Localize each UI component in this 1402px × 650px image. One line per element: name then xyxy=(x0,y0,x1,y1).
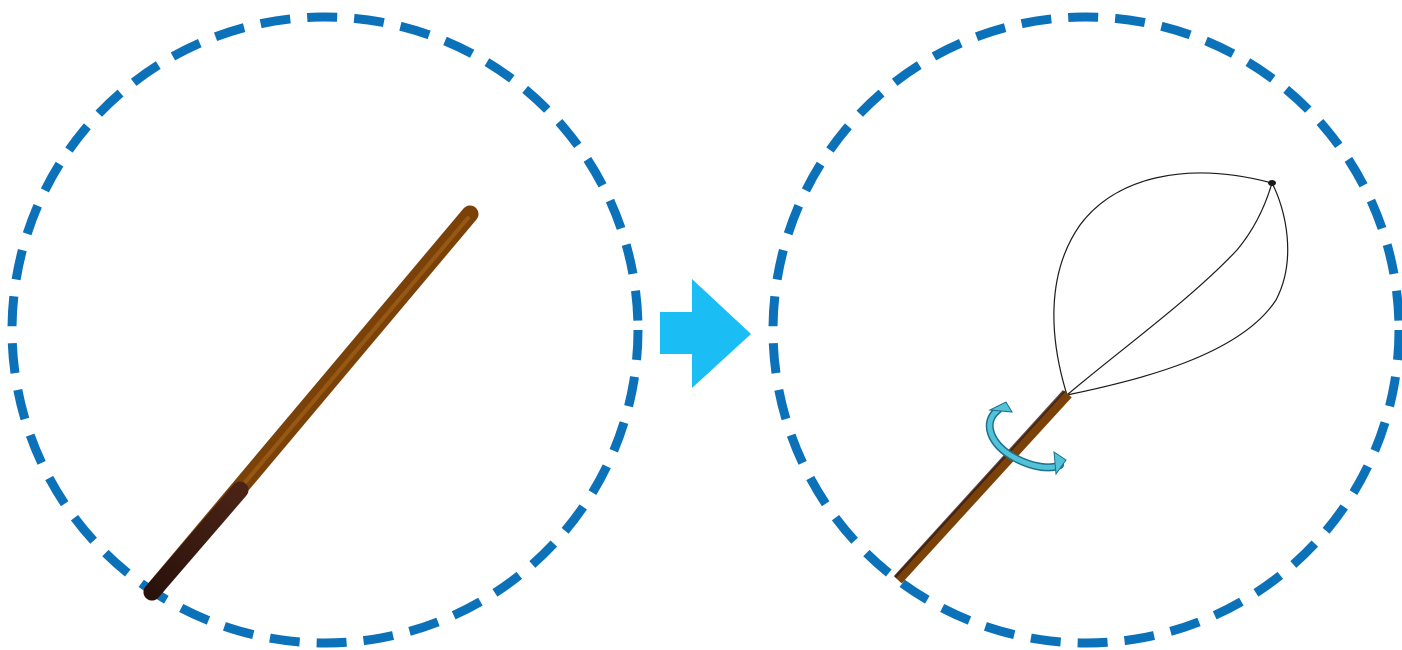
straight-catheter xyxy=(152,214,470,592)
basket-tip-cap xyxy=(1268,180,1276,186)
deployed-catheter-dark-edge xyxy=(895,391,1064,577)
basket-wire-outer-left xyxy=(1054,173,1272,395)
expanded-wire-basket xyxy=(1054,173,1288,395)
rotation-arrowhead-top xyxy=(990,402,1012,412)
catheter-dark-tip xyxy=(152,490,240,592)
right-arrow-icon xyxy=(660,279,751,388)
left-dashed-circle xyxy=(12,17,638,643)
right-dashed-circle xyxy=(773,17,1399,643)
basket-wire-inner xyxy=(1067,183,1272,395)
basket-wire-outer-right xyxy=(1067,183,1288,395)
deployed-catheter-shaft xyxy=(898,394,1068,580)
deployed-basket-panel xyxy=(773,17,1399,643)
catheter-with-basket xyxy=(895,391,1068,580)
collapsed-catheter-panel xyxy=(12,17,638,643)
rotation-arrowhead-bottom xyxy=(1054,452,1066,474)
